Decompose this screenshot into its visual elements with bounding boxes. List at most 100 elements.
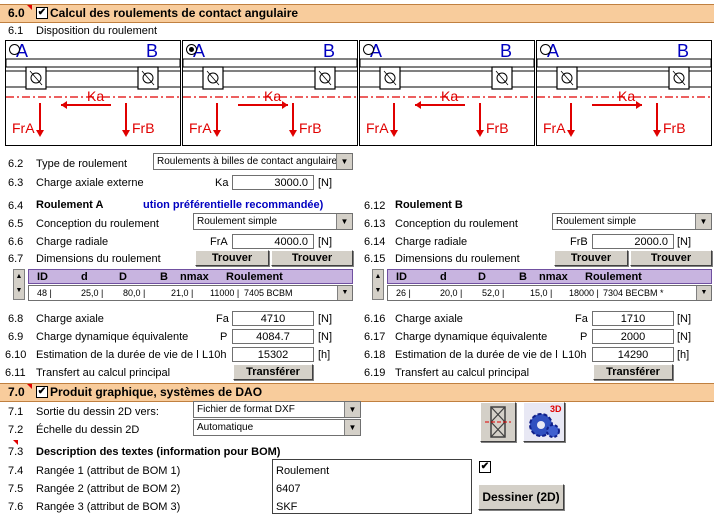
row-num: 7.5 [8, 483, 24, 495]
cell-D: 80,0 | [123, 288, 146, 298]
bom-checkbox[interactable]: ✔ [479, 461, 491, 473]
draw-2d-button[interactable]: Dessiner (2D) [478, 484, 564, 510]
bearing-b-title: Roulement B [395, 199, 463, 211]
cell-nmax: 18000 | [569, 288, 599, 298]
output-select[interactable]: Fichier de format DXF ▼ [193, 401, 361, 418]
cell-nmax: 11000 | [210, 288, 240, 298]
label-b: B [323, 41, 335, 61]
cad-3d-button[interactable]: 3D [523, 402, 565, 442]
label-fra: FrA [366, 120, 389, 136]
design-label: Conception du roulement [36, 218, 159, 230]
arrow-down-icon[interactable]: ▼ [374, 287, 382, 294]
scale-select[interactable]: Automatique ▼ [193, 419, 361, 436]
chevron-down-icon[interactable]: ▼ [695, 214, 711, 229]
row-num: 6.8 [8, 313, 24, 325]
dimensions-label: Dimensions du roulement [36, 253, 161, 265]
col-d: d [440, 271, 447, 283]
arrow-up-icon[interactable]: ▲ [374, 273, 382, 280]
row-num: 6.5 [8, 218, 24, 230]
bom-row-3-value[interactable]: SKF [276, 501, 298, 513]
design-select-b[interactable]: Roulement simple ▼ [552, 213, 712, 230]
design-select-a[interactable]: Roulement simple ▼ [193, 213, 353, 230]
arrangement-radio[interactable] [363, 44, 374, 55]
radial-load-unit: [N] [677, 236, 692, 248]
chevron-down-icon[interactable]: ▼ [344, 402, 360, 417]
axial-load-input[interactable]: 3000.0 [232, 175, 314, 190]
bearing-list-row-b[interactable]: 26 | 20,0 | 52,0 | 15,0 | 18000 | 7304 B… [387, 285, 712, 301]
bom-row-1-label: Rangée 1 (attribut de BOM 1) [36, 465, 181, 477]
axial-load-unit: [N] [318, 177, 333, 189]
label-ka: Ka [264, 88, 281, 104]
label-3d: 3D [550, 404, 562, 414]
comment-marker-icon [27, 384, 32, 389]
row-num: 7.3 [8, 446, 24, 458]
row-num: 6.15 [364, 253, 386, 265]
section-header-6-0: 6.0 ✔ Calcul des roulements de contact a… [0, 4, 714, 23]
axial-load-label: Charge axiale externe [36, 177, 144, 189]
chevron-down-icon[interactable]: ▼ [336, 214, 352, 229]
section-number: 6.0 [8, 6, 25, 20]
find-button-a1[interactable]: Trouver [195, 250, 269, 266]
row-num: 6.3 [8, 177, 24, 189]
equivalent-load-symbol: P [220, 331, 228, 343]
chevron-down-icon[interactable]: ▼ [344, 420, 360, 435]
axial-output-a: 4710 [232, 311, 314, 326]
radial-load-unit: [N] [318, 236, 333, 248]
life-label: Estimation de la durée de vie de l [36, 349, 199, 361]
chevron-down-icon[interactable]: ▼ [337, 286, 352, 300]
list-scroll-b[interactable]: ▲▼ [372, 269, 384, 300]
find-button-b1[interactable]: Trouver [554, 250, 628, 266]
cell-id: 26 | [396, 288, 411, 298]
row-num: 6.19 [364, 367, 386, 379]
section-checkbox[interactable]: ✔ [36, 386, 48, 398]
label-ka: Ka [618, 88, 635, 104]
arrow-down-icon[interactable]: ▼ [15, 287, 23, 294]
col-id: ID [37, 271, 48, 283]
arrangement-radio[interactable] [9, 44, 20, 55]
transfer-label: Transfert au calcul principal [395, 367, 530, 379]
scale-label: Échelle du dessin 2D [36, 424, 140, 436]
radial-load-input-a[interactable]: 4000.0 [232, 234, 314, 249]
chevron-down-icon[interactable]: ▼ [696, 286, 711, 300]
find-button-a2[interactable]: Trouver [271, 250, 353, 266]
arrangement-radio[interactable] [540, 44, 551, 55]
row-num: 6.9 [8, 331, 24, 343]
chevron-down-icon[interactable]: ▼ [336, 154, 352, 169]
bearing-type-value: Roulements à billes de contact angulaire [157, 156, 338, 167]
radial-load-input-b[interactable]: 2000.0 [592, 234, 674, 249]
life-symbol: L10h [202, 349, 227, 361]
bearing-list-header-b: ID d D B nmax Roulement [387, 269, 712, 284]
bearing-2d-icon[interactable] [480, 402, 516, 442]
row-num: 7.6 [8, 501, 24, 513]
bearing-list-row-a[interactable]: 48 | 25,0 | 80,0 | 21,0 | 11000 | 7405 B… [28, 285, 353, 301]
row-num: 6.12 [364, 200, 386, 212]
list-scroll-a[interactable]: ▲▼ [13, 269, 25, 300]
cell-d: 20,0 | [440, 288, 463, 298]
cell-bearing: 7304 BECBM * [603, 288, 664, 298]
axial-label: Charge axiale [36, 313, 104, 325]
row-num: 6.1 [8, 25, 24, 37]
arrow-up-icon[interactable]: ▲ [15, 273, 23, 280]
col-B: B [519, 271, 527, 283]
bom-row-1-value[interactable]: Roulement [276, 465, 330, 477]
axial-label: Charge axiale [395, 313, 463, 325]
transfer-button-a[interactable]: Transférer [233, 364, 313, 380]
life-unit: [h] [318, 349, 331, 361]
label-ka: Ka [87, 88, 104, 104]
bearing-type-select[interactable]: Roulements à billes de contact angulaire… [153, 153, 353, 170]
section-checkbox[interactable]: ✔ [36, 7, 48, 19]
cell-id: 48 | [37, 288, 52, 298]
transfer-button-b[interactable]: Transférer [593, 364, 673, 380]
section-title: Produit graphique, systèmes de DAO [50, 385, 263, 399]
bom-row-2-value[interactable]: 6407 [276, 483, 301, 495]
find-button-b2[interactable]: Trouver [630, 250, 712, 266]
arrangement-radio[interactable] [186, 44, 197, 55]
